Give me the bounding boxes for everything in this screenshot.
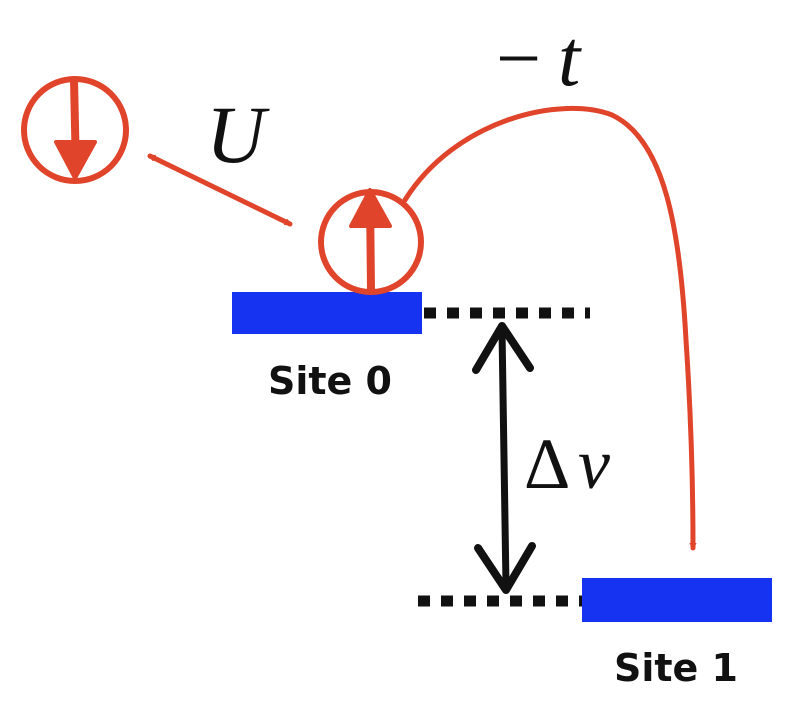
hopping-arrow bbox=[402, 105, 697, 551]
hopping-sign-label: − bbox=[496, 15, 541, 103]
potential-delta-label: Δ bbox=[524, 424, 570, 504]
interaction-label: U bbox=[206, 89, 270, 180]
potential-var-label: v bbox=[578, 424, 610, 504]
site0-label: Site 0 bbox=[268, 359, 392, 403]
spin-up-arrow-in-circle-icon bbox=[318, 188, 424, 295]
site1-level-bar bbox=[582, 578, 772, 622]
site1-label: Site 1 bbox=[614, 646, 738, 690]
site0-level-bar bbox=[232, 292, 422, 334]
hopping-label: t bbox=[558, 15, 582, 103]
potential-difference-arrow bbox=[472, 322, 536, 594]
spin-down-arrow-in-circle-icon bbox=[21, 76, 129, 184]
interaction-arrow bbox=[147, 153, 293, 227]
